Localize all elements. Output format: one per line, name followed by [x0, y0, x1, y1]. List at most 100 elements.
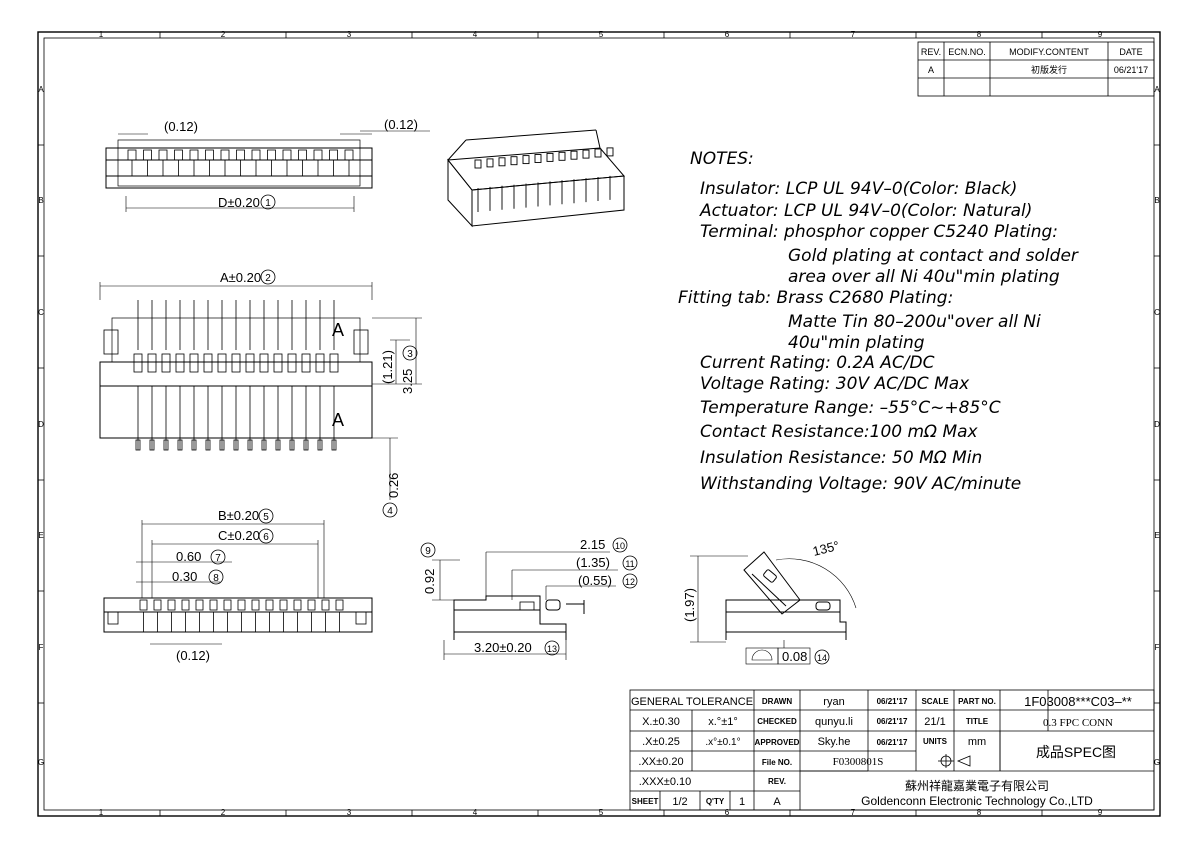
pin-detail — [139, 599, 148, 611]
pin-detail — [223, 599, 232, 611]
approved-label: APPROVED — [755, 738, 800, 747]
pin-detail — [498, 157, 506, 167]
zone-number: 3 — [347, 808, 352, 817]
dim-callout: 7 — [215, 553, 221, 564]
dim-text: D±0.20 — [218, 195, 260, 210]
note-line: Insulator: LCP UL 94V–0(Color: Black) — [700, 179, 1017, 199]
part-value: 1F03008***C03–** — [1024, 694, 1132, 709]
file-label: File NO. — [762, 758, 792, 767]
pin-detail — [143, 149, 152, 161]
title-value: 0.3 FPC CONN — [1043, 717, 1113, 729]
dim-text: 2.15 — [580, 537, 605, 552]
pin-detail — [331, 439, 337, 451]
pin-detail — [247, 439, 253, 451]
dim-text: B±0.20 — [218, 508, 259, 523]
pin-detail — [237, 599, 246, 611]
rev-value: A — [928, 65, 934, 75]
pin-detail — [265, 599, 274, 611]
pin-detail — [317, 439, 323, 451]
note-line: 40u"min plating — [788, 333, 925, 353]
ecn-header: ECN.NO. — [948, 47, 986, 57]
zone-letter: E — [38, 531, 43, 540]
zone-number: 3 — [347, 30, 352, 39]
checked-date: 06/21'17 — [877, 717, 908, 726]
company-cn: 蘇州祥龍嘉業電子有限公司 — [905, 778, 1049, 793]
dim-text: (0.12) — [384, 117, 418, 132]
pin-detail — [335, 599, 344, 611]
qty-label: Q'TY — [706, 797, 725, 806]
note-line: Gold plating at contact and solder — [788, 246, 1079, 266]
actuator-open-dims — [690, 555, 857, 665]
pin-detail — [135, 439, 141, 451]
bottom-view-dims — [136, 520, 325, 645]
dim-text: 0.92 — [422, 569, 437, 594]
pin-detail — [189, 353, 199, 373]
side-view-labels: 9 0.92 2.15 10 (1.35) 11 (0.55) 12 3.20±… — [420, 537, 638, 656]
sheet-label: SHEET — [632, 797, 659, 806]
pin-detail — [329, 149, 338, 161]
zone-number: 9 — [1098, 30, 1103, 39]
date-header: DATE — [1119, 47, 1142, 57]
pin-detail — [486, 158, 494, 168]
border-side-letters: A B C D E F G A B C D E F G — [38, 85, 1160, 767]
pin-detail — [606, 147, 614, 157]
modify-content-header: MODIFY.CONTENT — [1009, 47, 1089, 57]
qty-value: 1 — [739, 796, 745, 808]
projection-symbol-icon — [938, 754, 971, 768]
rev-value: A — [773, 796, 781, 808]
dim-text: 3.25 — [400, 369, 415, 394]
zone-letter: A — [1154, 85, 1160, 94]
dim-callout: 11 — [625, 559, 634, 569]
general-tolerance-label: GENERAL TOLERANCE — [631, 696, 753, 708]
pin-detail — [293, 599, 302, 611]
zone-number: 1 — [99, 30, 104, 39]
pin-detail — [153, 599, 162, 611]
part-label: PART NO. — [958, 697, 996, 706]
front-view-dims — [99, 282, 422, 500]
dim-text: 0.26 — [386, 473, 401, 498]
drawn-name: ryan — [823, 696, 844, 708]
pin-detail — [344, 149, 354, 161]
pin-detail — [273, 353, 283, 373]
pin-detail — [195, 599, 204, 611]
pin-detail — [191, 439, 197, 451]
title-label: TITLE — [966, 717, 989, 726]
checked-name: qunyu.li — [815, 716, 853, 728]
zone-letter: C — [1154, 308, 1160, 317]
isometric-view — [447, 129, 626, 228]
pin-detail — [174, 149, 183, 161]
tolerance-value: .XX±0.20 — [638, 756, 683, 768]
revision-table: REV. ECN.NO. MODIFY.CONTENT DATE A 初版发行 … — [917, 41, 1155, 97]
zone-number: 5 — [599, 808, 604, 817]
bottom-view — [103, 597, 373, 633]
pin-detail — [149, 439, 155, 451]
note-line: area over all Ni 40u"min plating — [788, 267, 1060, 287]
pin-detail — [307, 599, 316, 611]
zone-number: 5 — [599, 30, 604, 39]
notes-block: NOTES: Insulator: LCP UL 94V–0(Color: Bl… — [678, 149, 1079, 494]
pin-detail — [282, 149, 292, 161]
pin-detail — [275, 439, 281, 451]
zone-number: 6 — [725, 30, 730, 39]
approved-date: 06/21'17 — [877, 738, 908, 747]
pin-detail — [534, 154, 542, 163]
pin-detail — [582, 149, 590, 159]
pin-detail — [161, 353, 171, 373]
company-en: Goldenconn Electronic Technology Co.,LTD — [861, 794, 1093, 808]
dim-text: (0.12) — [176, 648, 210, 663]
pin-detail — [220, 149, 230, 161]
pin-detail — [203, 353, 213, 373]
zone-letter: B — [38, 196, 43, 205]
pin-detail — [217, 353, 227, 373]
note-line: Matte Tin 80–200u"over all Ni — [788, 312, 1041, 332]
dim-text: 135° — [811, 538, 841, 559]
zone-letter: G — [1154, 758, 1160, 767]
pin-detail — [189, 149, 199, 161]
dim-text: (1.97) — [682, 588, 697, 622]
zone-letter: D — [38, 420, 44, 429]
pin-detail — [321, 599, 330, 611]
title-cn: 成品SPEC图 — [1036, 744, 1116, 760]
pin-detail — [181, 599, 190, 611]
pin-detail — [267, 149, 276, 161]
